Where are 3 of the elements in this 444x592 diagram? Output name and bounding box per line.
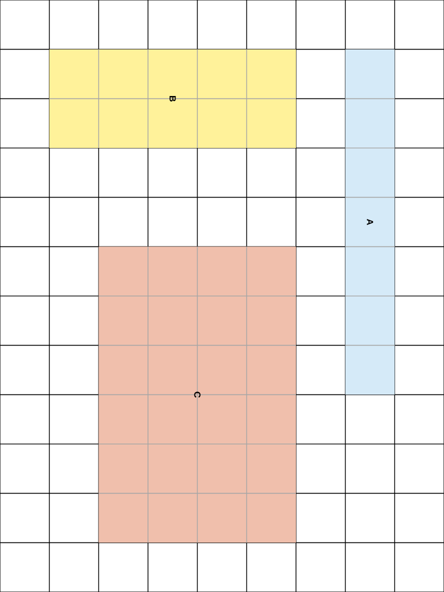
- shaded-region: C: [98, 246, 296, 544]
- shaded-region: A: [344, 49, 396, 395]
- shaded-region: B: [48, 48, 296, 148]
